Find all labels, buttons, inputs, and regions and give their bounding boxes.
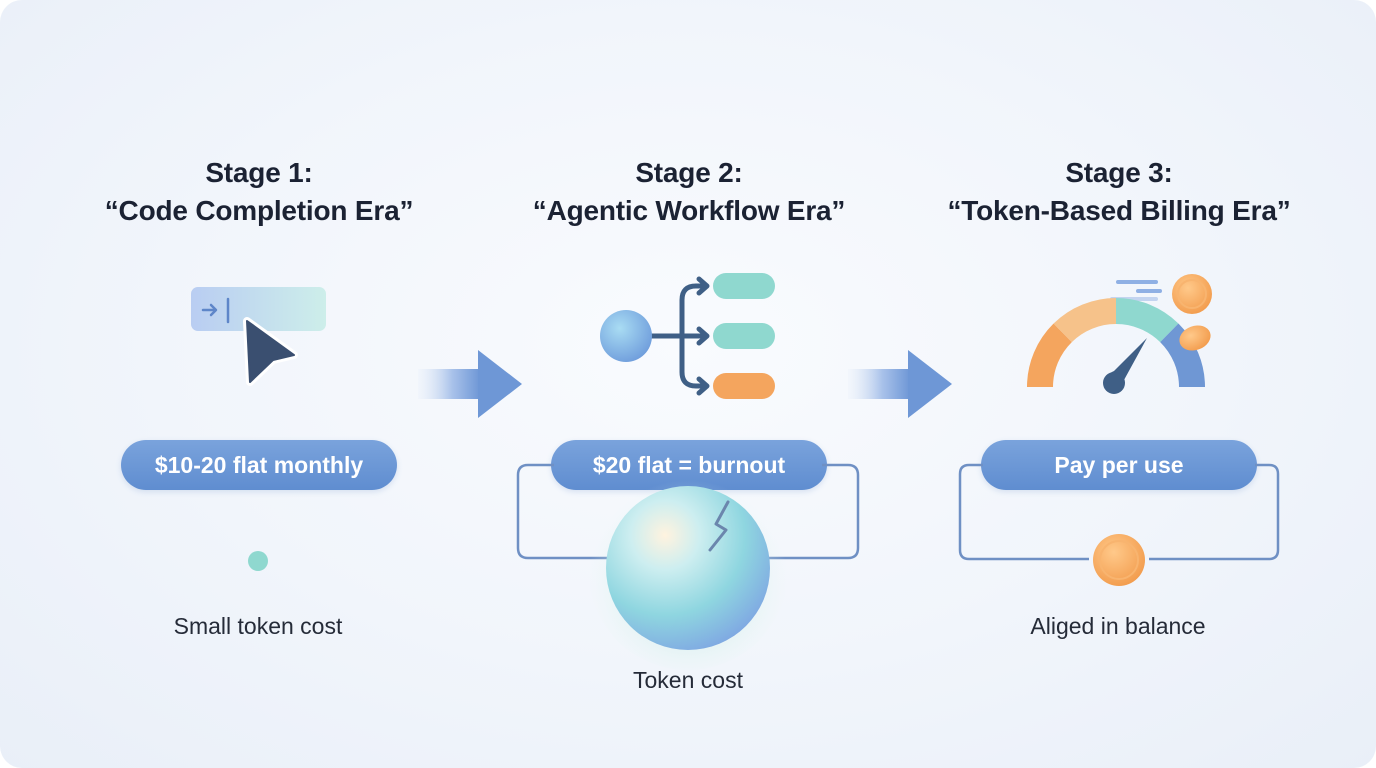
stage-2-heading: Stage 2: [635,157,743,188]
usage-gauge-icon [1027,280,1205,394]
stage-2-title: Stage 2: “Agentic Workflow Era” [429,154,949,230]
small-token-dot-icon [248,551,268,571]
stage-3-heading: Stage 3: [1065,157,1173,188]
autocomplete-box-icon [191,287,326,331]
coin-icon [1172,274,1212,351]
stage-3-caption: Aliged in balance [1030,613,1206,639]
stage-2-era: “Agentic Workflow Era” [532,195,846,226]
stage-1-title: Stage 1: “Code Completion Era” [0,154,519,230]
stage-3-price-pill: Pay per use [981,440,1257,490]
stage-3-title: Stage 3: “Token-Based Billing Era” [859,154,1376,230]
stage-1-caption: Small token cost [173,613,343,639]
stage-1-heading: Stage 1: [205,157,313,188]
stage-3-era: “Token-Based Billing Era” [947,195,1291,226]
stage-1-price-pill: $10-20 flat monthly [121,440,397,490]
balance-bracket-icon [958,463,1280,586]
cracked-token-sphere-icon [516,463,860,670]
stage-2-caption: Token cost [633,667,743,693]
right-arrow-icon [418,350,522,418]
right-arrow-icon [848,350,952,418]
cursor-arrow-icon [243,317,298,386]
stage-1-era: “Code Completion Era” [104,195,414,226]
workflow-branch-icon [600,273,775,399]
